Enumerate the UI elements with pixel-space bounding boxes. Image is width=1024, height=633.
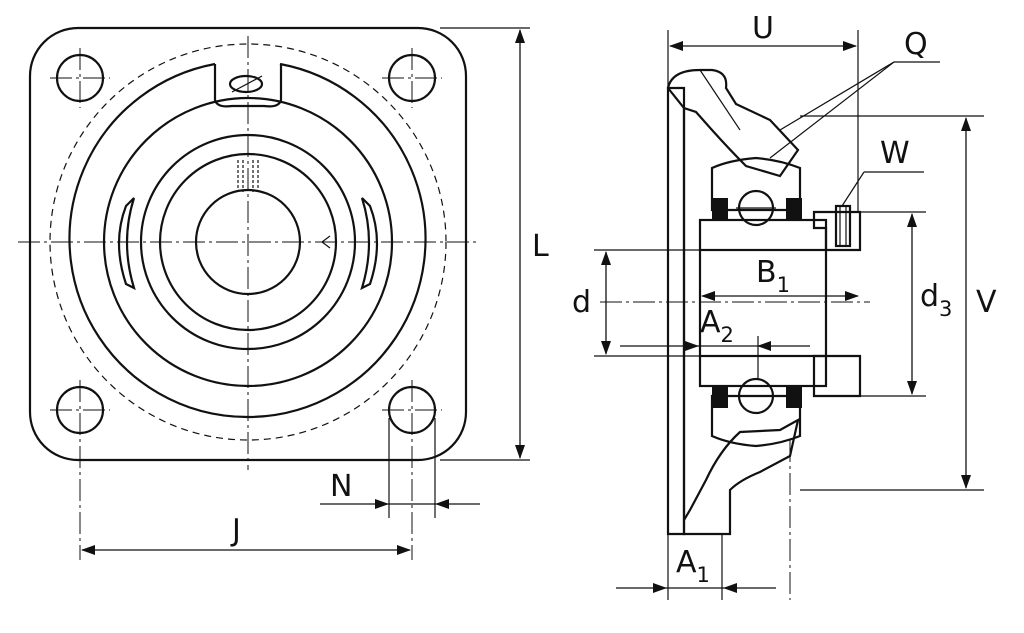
label-U: U xyxy=(752,11,774,46)
label-A2: A2 xyxy=(700,305,734,347)
label-N: N xyxy=(330,469,352,504)
upper-outer-ring xyxy=(710,156,802,212)
set-screw xyxy=(834,204,852,248)
Q-leader-1 xyxy=(769,61,895,159)
bolt-hole-top-left xyxy=(50,48,110,108)
flange-plate-section xyxy=(666,86,686,536)
bolt-hole-bottom-left xyxy=(50,380,110,560)
inner-ring xyxy=(158,152,338,332)
lower-inner-ring xyxy=(698,354,828,388)
bolt-hole-top-right xyxy=(382,48,442,108)
lower-collar xyxy=(812,354,862,398)
lower-housing-section xyxy=(682,417,800,536)
lower-seal-right xyxy=(786,386,802,408)
label-W: W xyxy=(880,136,910,171)
arrow-mark xyxy=(321,235,331,249)
upper-seal-right xyxy=(786,198,802,220)
label-d3: d3 xyxy=(920,279,952,321)
upper-seal-left xyxy=(712,198,728,220)
hub-outer-contour xyxy=(68,62,427,419)
front-view: L N J xyxy=(18,26,549,560)
right-groove xyxy=(360,197,379,291)
label-L: L xyxy=(532,229,549,264)
lower-outer-ring xyxy=(710,394,802,448)
upper-housing-section xyxy=(666,68,800,178)
housing-bore xyxy=(102,96,394,388)
set-screw-mark xyxy=(237,160,259,192)
housing-contour-line xyxy=(699,69,741,131)
grease-slot xyxy=(213,64,283,108)
grease-nipple-mark xyxy=(231,75,263,93)
label-V: V xyxy=(976,285,997,320)
label-d: d xyxy=(572,285,591,320)
shaft-bore xyxy=(194,188,302,296)
grease-nipple xyxy=(228,74,264,94)
left-groove xyxy=(117,197,136,291)
side-section-view: U Q W V d3 d B1 A2 xyxy=(572,11,997,600)
label-A1: A1 xyxy=(676,545,710,587)
lower-seal-left xyxy=(712,386,728,408)
W-leader xyxy=(841,171,865,207)
label-Q: Q xyxy=(904,27,928,62)
label-J: J xyxy=(230,513,241,548)
outer-ring xyxy=(139,133,357,351)
Q-leader-2 xyxy=(779,61,895,131)
label-B1: B1 xyxy=(756,255,790,297)
bolt-circle xyxy=(49,43,447,441)
bolt-hole-bottom-right xyxy=(382,380,442,560)
